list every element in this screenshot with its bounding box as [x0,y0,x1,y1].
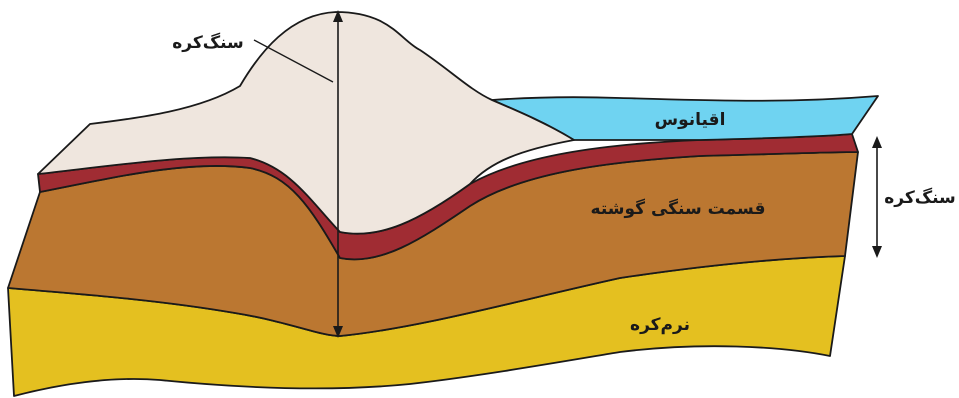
label-ocean: اقیانوس [655,110,726,130]
label-asthenosphere: نرم‌کره [630,315,690,335]
right-thickness-arrow [872,136,882,258]
label-mantle-rock: قسمت سنگی گوشته [591,198,766,219]
label-lithosphere-right: سنگ‌کره [884,187,956,208]
label-lithosphere-top: سنگ‌کره [172,32,244,53]
